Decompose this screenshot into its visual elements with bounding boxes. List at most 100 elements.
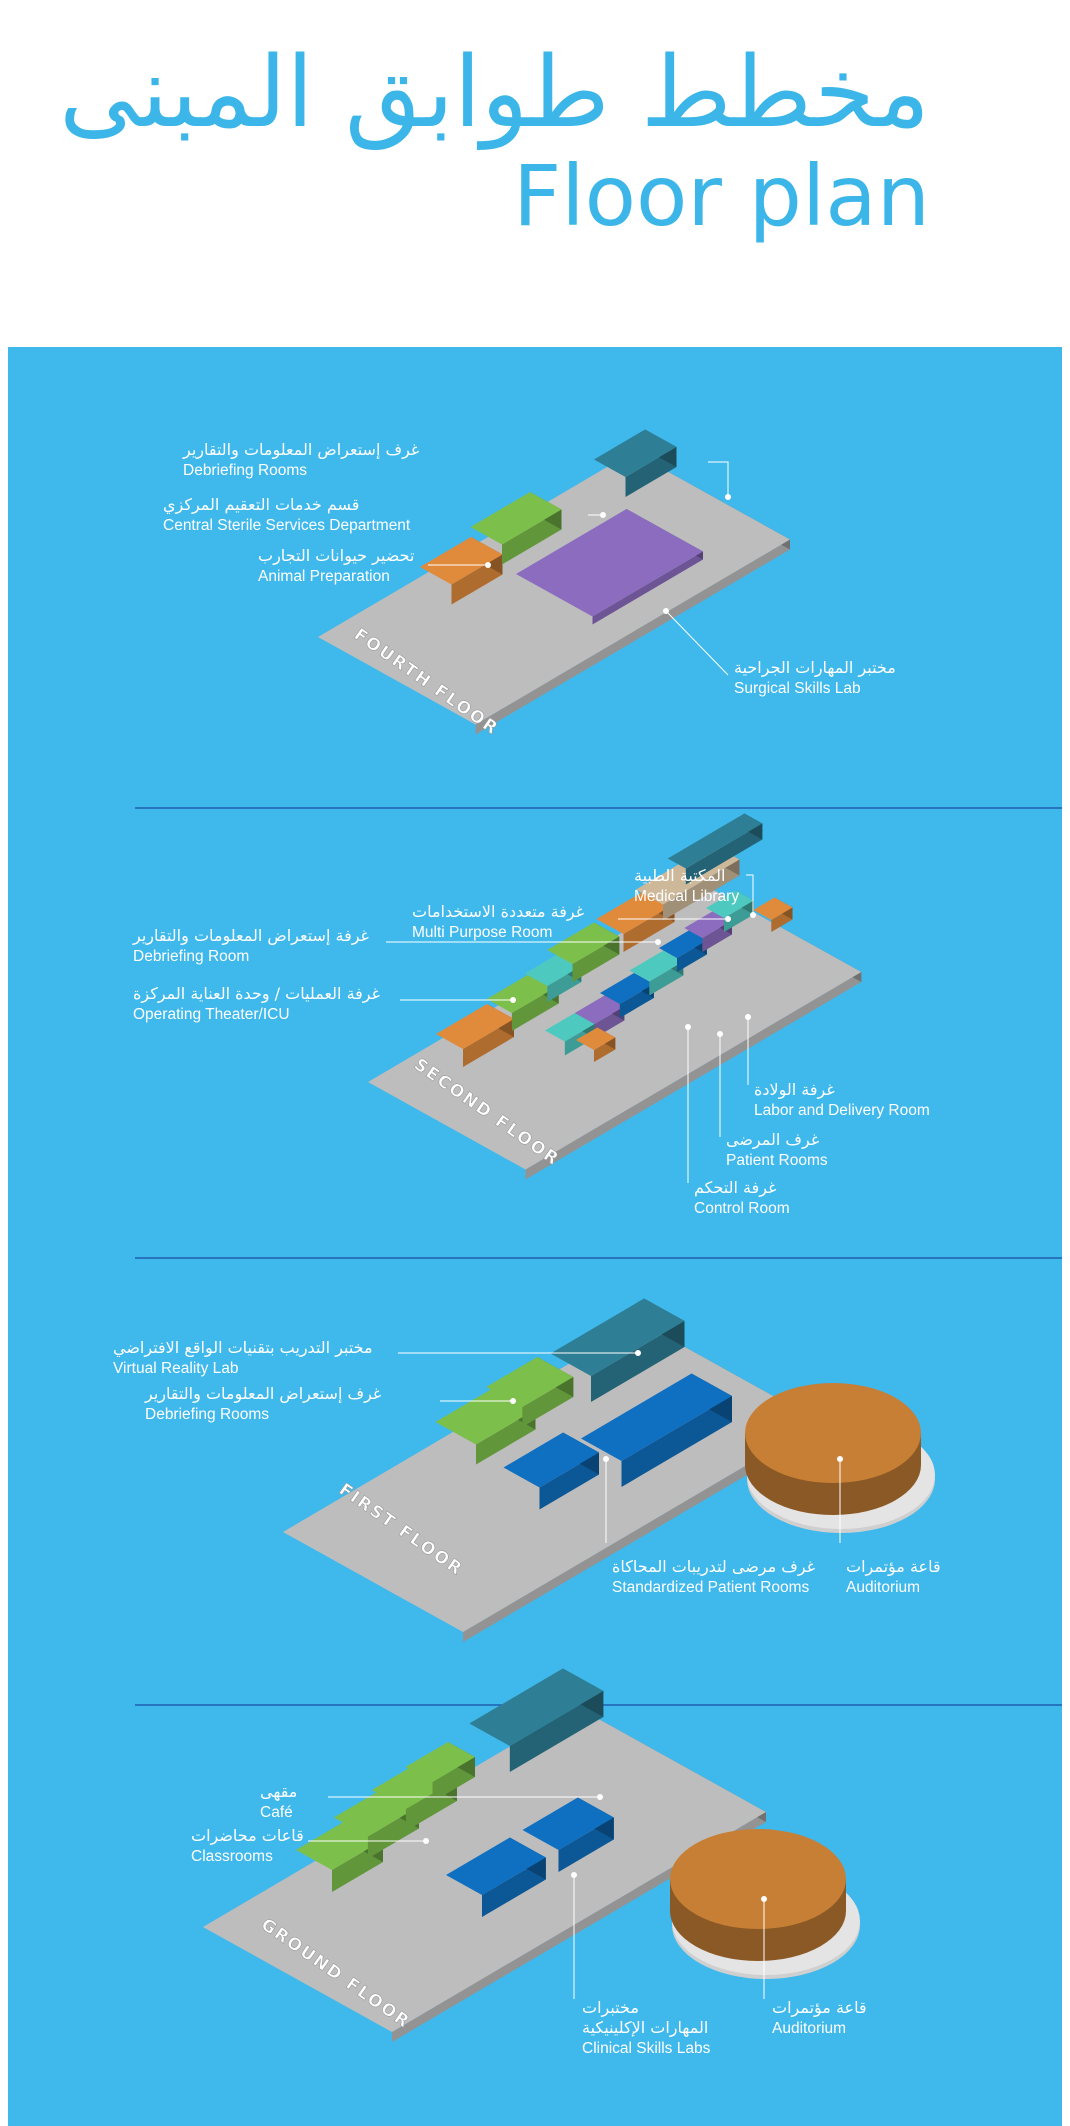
vr-lab-block (550, 1298, 685, 1402)
fourth-floor-slab-front (475, 539, 790, 735)
label-auditorium-1-ar: قاعة مؤتمرات (846, 1557, 941, 1577)
operating-block-3-top (524, 953, 582, 986)
label-debriefing-rooms-4-en: Debriefing Rooms (183, 462, 307, 479)
label-multipurpose-ar: غرفة متعددة الاستخدامات (412, 902, 584, 922)
clinical-block-1 (446, 1837, 546, 1917)
label-medical-library: المكتبة الطبية Medical Library (634, 866, 739, 905)
operating-block-1 (436, 1004, 514, 1067)
leader-classrooms-dot (423, 1838, 429, 1844)
sp-block-2-front (621, 1396, 732, 1487)
vr-lab-block-front (591, 1321, 685, 1402)
leader-control-dot (685, 1024, 691, 1030)
label-clinical-skills-ar2: المهارات الإكلينيكية (582, 2018, 708, 2038)
label-debriefing-room-2-ar: غرفة إستعراض المعلومات والتقارير (132, 926, 369, 946)
label-classrooms-ar: قاعات محاضرات (191, 1826, 304, 1846)
label-surgical-skills-ar: مختبر المهارات الجراحية (734, 658, 896, 678)
leader-cafe-dot (597, 1794, 603, 1800)
surgical-skills-block-top (516, 509, 703, 617)
label-labor-delivery-en: Labor and Delivery Room (754, 1102, 930, 1119)
label-animal-preparation-ar: تحضير حيوانات التجارب (258, 546, 414, 566)
surgical-skills-block (516, 509, 703, 625)
label-cafe-ar: مقهى (260, 1782, 297, 1802)
leader-library (746, 874, 754, 915)
leader-surgical-dot (663, 608, 669, 614)
leader-labor-dot (745, 1014, 751, 1020)
label-sp-rooms-en: Standardized Patient Rooms (612, 1579, 810, 1596)
label-sp-rooms-ar: غرف مرضى لتدريبات المحاكاة (612, 1557, 815, 1577)
small-orange-2-top (753, 897, 793, 920)
label-auditorium-2-ar: قاعة مؤتمرات (772, 1998, 867, 2018)
patient-block-3-top (600, 973, 654, 1004)
medical-library-block-2 (667, 813, 763, 885)
label-clinical-skills-en: Clinical Skills Labs (582, 2040, 711, 2057)
control-block-top (659, 930, 707, 958)
leader-sp-dot (603, 1456, 609, 1462)
label-operating-theater-en: Operating Theater/ICU (133, 1006, 290, 1023)
leader-clinical-dot (571, 1872, 577, 1878)
leader-debriefing-4 (708, 461, 729, 497)
second-floor-slab-front (525, 972, 862, 1180)
leader-library-dot (750, 912, 756, 918)
leader-auditorium-1-dot (837, 1456, 843, 1462)
sp-block-2-top (581, 1373, 732, 1461)
label-debriefing-room-2: غرفة إستعراض المعلومات والتقارير Debriefi… (132, 926, 369, 965)
leader-surgical (665, 610, 729, 676)
page-title-english: Floor plan (512, 147, 930, 245)
debriefing-rooms-block-4-top (594, 429, 677, 477)
sp-block-1 (503, 1432, 599, 1510)
operating-block-1-front (463, 1019, 514, 1067)
label-patient-rooms-en: Patient Rooms (726, 1152, 828, 1169)
patient-block-1-top (545, 1013, 595, 1042)
clinical-block-1-front (482, 1857, 546, 1917)
sp-block-1-front (539, 1452, 599, 1510)
medical-library-block-2-top (667, 813, 763, 869)
leader-debriefing-2-dot (655, 939, 661, 945)
small-orange-1-top (576, 1027, 616, 1050)
label-medical-library-en: Medical Library (634, 888, 739, 905)
cafe-block-front (509, 1691, 604, 1772)
debriefing-room-block-top (547, 922, 620, 964)
central-sterile-block-top (470, 492, 562, 545)
classroom-block-4-top (405, 1742, 475, 1782)
label-auditorium-1-en: Auditorium (846, 1579, 920, 1596)
label-medical-library-ar: المكتبة الطبية (634, 866, 725, 885)
operating-block-1-top (436, 1004, 514, 1049)
small-orange-1 (576, 1027, 616, 1062)
vr-lab-block-top (550, 1298, 685, 1376)
leader-animal-dot (485, 562, 491, 568)
label-auditorium-2-en: Auditorium (772, 2020, 846, 2037)
clinical-block-2-top (522, 1797, 614, 1850)
label-control-room-ar: غرفة التحكم (694, 1178, 776, 1198)
debriefing-block-2 (486, 1357, 574, 1427)
leader-sterile-dot (600, 512, 606, 518)
small-orange-2 (753, 897, 793, 932)
labor-block-top (684, 910, 732, 938)
multipurpose-block-top (596, 889, 675, 934)
label-multipurpose-en: Multi Purpose Room (412, 924, 552, 941)
label-cafe: مقهى Café (260, 1782, 297, 1821)
label-sp-rooms: غرف مرضى لتدريبات المحاكاة Standardized P… (612, 1557, 815, 1596)
animal-preparation-block-top (420, 537, 503, 585)
label-central-sterile-en: Central Sterile Services Department (163, 517, 411, 534)
cafe-block (469, 1668, 604, 1772)
label-cafe-en: Café (260, 1804, 293, 1821)
auditorium-1-top (745, 1383, 921, 1483)
clinical-block-2 (522, 1797, 614, 1872)
label-debriefing-rooms-1: غرف إستعراض المعلومات والتقاريرDebriefin… (144, 1384, 381, 1423)
debriefing-block-2-top (486, 1357, 574, 1407)
label-debriefing-room-2-en: Debriefing Room (133, 948, 249, 965)
label-debriefing-rooms-1-ar: غرف إستعراض المعلومات والتقارير (144, 1384, 381, 1404)
label-classrooms: قاعات محاضرات Classrooms (191, 1826, 304, 1865)
label-vr-lab: مختبر التدريب بتقنيات الواقع الافتراضيVi… (113, 1338, 373, 1377)
label-classrooms-en: Classrooms (191, 1848, 273, 1865)
label-vr-lab-en: Virtual Reality Lab (113, 1360, 239, 1377)
patient-block-5 (706, 890, 754, 932)
